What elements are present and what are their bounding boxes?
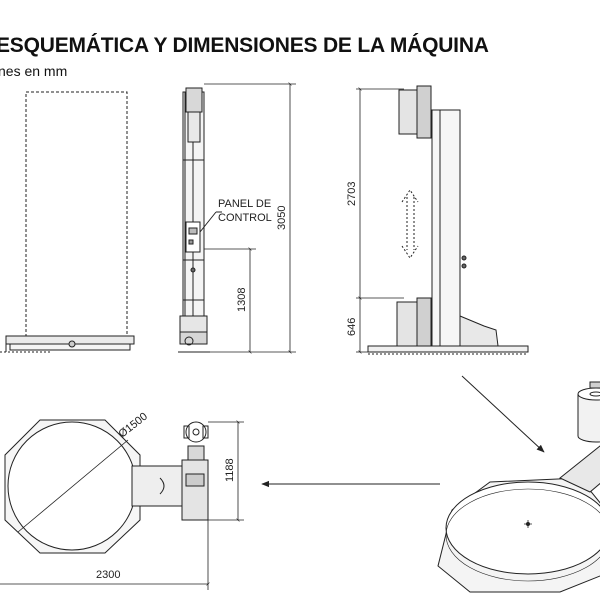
dim-panel-height-label: 1308 (236, 288, 248, 312)
front-view (0, 87, 222, 353)
front-mast (178, 87, 210, 353)
dim-diameter-label: Ø1500 (116, 411, 149, 441)
arrow-to-isometric (461, 375, 545, 453)
top-arm (131, 465, 183, 507)
dim-length (0, 520, 210, 590)
dim-panel-height (204, 247, 256, 354)
dim-depth-label: 1188 (224, 458, 236, 482)
top-mast (181, 459, 209, 521)
side-mast (431, 109, 461, 347)
page-subtitle: nes en mm (0, 63, 68, 79)
dim-carriage-travel-label: 2703 (346, 182, 358, 206)
side-view (367, 85, 529, 355)
iso-turntable (445, 481, 600, 575)
dim-depth (208, 420, 244, 522)
film-roll (185, 421, 207, 443)
page-title: ESQUEMÁTICA Y DIMENSIONES DE LA MÁQUINA (0, 34, 489, 57)
diameter-line (17, 439, 129, 533)
dim-carriage-travel (356, 87, 404, 300)
iso-arm (559, 445, 600, 493)
dim-length-label: 2300 (96, 569, 120, 581)
control-panel-label-line2: CONTROL (218, 212, 272, 224)
dim-total-height-label: 3050 (276, 206, 288, 230)
control-panel-box (185, 221, 201, 253)
dim-total-height (204, 82, 296, 354)
side-floor (367, 345, 529, 353)
control-panel-label-line1: PANEL DE (218, 198, 271, 210)
top-turntable-circle (7, 421, 137, 551)
travel-arrow (401, 189, 419, 259)
dim-carriage-base-label: 646 (346, 318, 358, 336)
dim-carriage-base (356, 298, 370, 354)
side-base-arm (459, 315, 499, 347)
load-outline (25, 91, 128, 337)
isometric-view (437, 381, 600, 593)
top-view (4, 419, 209, 554)
iso-film-roll (577, 387, 600, 443)
